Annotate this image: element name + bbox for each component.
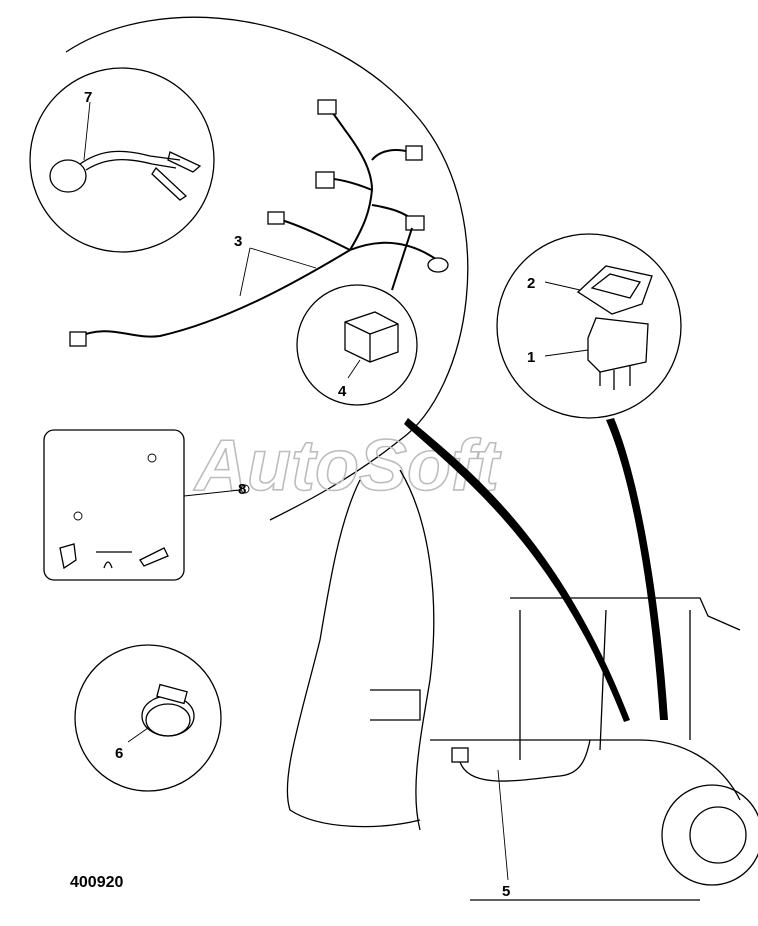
callout-6: 6: [115, 745, 123, 762]
callout-1: 1: [527, 349, 535, 366]
decal-panel-8: [43, 429, 250, 581]
callout-2: 2: [527, 275, 535, 292]
detail-circle-7: [29, 67, 215, 253]
callout-3: 3: [234, 233, 242, 250]
large-detail-arc: [65, 16, 469, 521]
callout-4: 4: [338, 383, 347, 400]
drawing-code: 400920: [70, 874, 124, 891]
detail-circle-switch: [496, 233, 682, 419]
machine-outline: [286, 469, 758, 901]
wiring-harness-3: [69, 99, 449, 347]
callout-8: 8: [238, 481, 246, 498]
detail-circle-6: [74, 644, 222, 792]
detail-circle-4: [296, 227, 418, 406]
callout-7: 7: [84, 89, 92, 106]
leader-band-switch: [606, 418, 668, 720]
callout-5: 5: [502, 883, 510, 900]
